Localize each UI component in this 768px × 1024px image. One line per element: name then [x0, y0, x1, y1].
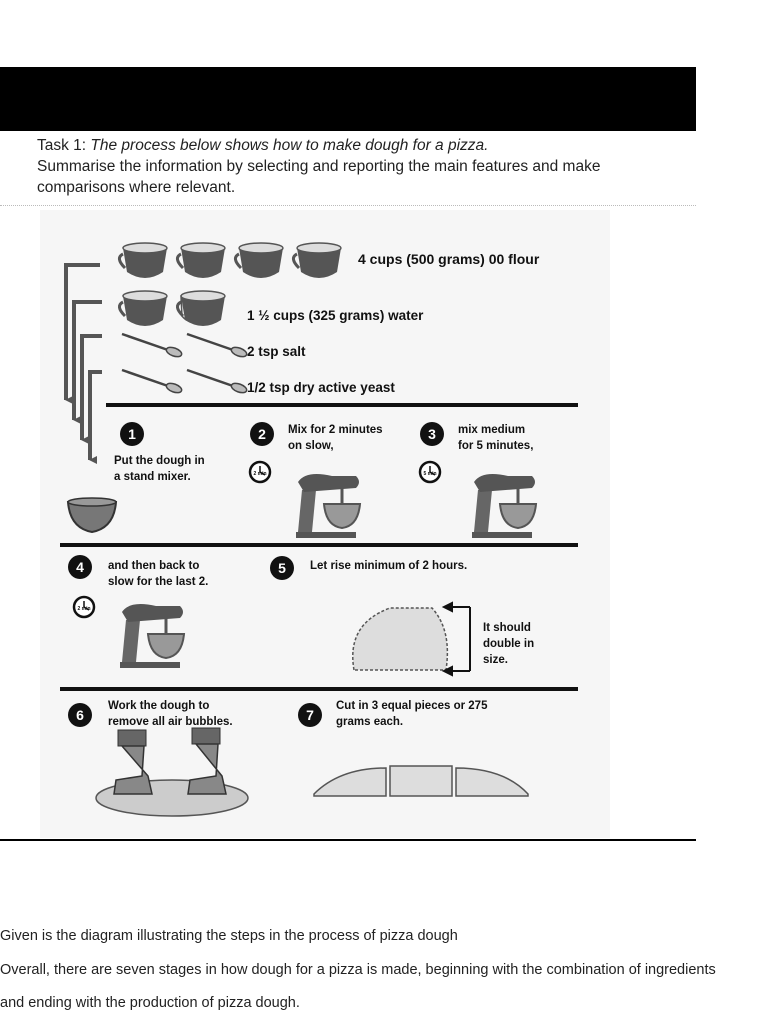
step-2-line-1: Mix for 2 minutes	[288, 424, 383, 436]
step-7-line-1: Cut in 3 equal pieces or 275	[336, 700, 488, 712]
section-divider	[60, 687, 578, 691]
step-7: 7 Cut in 3 equal pieces or 275 grams eac…	[298, 700, 528, 796]
dough-piece	[456, 768, 528, 796]
risen-dough-icon	[353, 608, 448, 670]
step-6-line-2: remove all air bubbles.	[108, 716, 233, 728]
step-1-line-1: Put the dough in	[114, 455, 205, 467]
step-5-number: 5	[278, 560, 286, 576]
answer-paragraph-3: and ending with the production of pizza …	[0, 995, 300, 1011]
bottom-divider	[0, 839, 696, 841]
timer-label-3: 2 min	[77, 606, 90, 612]
step-2-number: 2	[258, 426, 266, 442]
dotted-divider	[0, 205, 696, 206]
step-5: 5 Let rise minimum of 2 hours. It should…	[270, 556, 534, 675]
section-divider	[60, 543, 578, 547]
rise-note-line-2: double in	[483, 638, 534, 650]
ingredient-yeast: 1/2 tsp dry active yeast	[247, 380, 395, 395]
timer-label-1: 2 min	[253, 471, 266, 477]
step-3: 3 mix medium for 5 minutes, 5 min	[420, 422, 536, 538]
step-4: 4 and then back to slow for the last 2. …	[68, 555, 208, 668]
step-6-line-1: Work the dough to	[108, 700, 209, 712]
step-3-line-1: mix medium	[458, 424, 525, 436]
yeast-spoons	[122, 370, 248, 394]
header-bar	[0, 67, 696, 131]
step-7-number: 7	[306, 707, 314, 723]
ingredient-flour: 4 cups (500 grams) 00 flour	[358, 251, 540, 267]
flow-arrows	[66, 265, 102, 460]
section-divider	[106, 403, 578, 407]
stand-mixer-icon	[472, 474, 536, 538]
task-prompt: Task 1: The process below shows how to m…	[37, 135, 687, 198]
ingredient-water: 1 ½ cups (325 grams) water	[247, 308, 424, 323]
ingredient-salt: 2 tsp salt	[247, 344, 306, 359]
step-4-line-2: slow for the last 2.	[108, 576, 208, 588]
task-prefix: Task 1:	[37, 137, 90, 154]
step-1: 1 Put the dough in a stand mixer.	[114, 422, 205, 483]
mixing-bowl	[68, 498, 116, 532]
rise-note-line-1: It should	[483, 622, 531, 634]
step-6: 6 Work the dough to remove all air bubbl…	[68, 700, 248, 816]
stand-mixer-icon	[296, 474, 360, 538]
stand-mixer-icon	[120, 604, 184, 668]
step-4-line-1: and then back to	[108, 560, 199, 572]
water-cups	[119, 291, 225, 326]
answer-paragraph-2: Overall, there are seven stages in how d…	[0, 962, 716, 978]
task-instruction-line-1: Summarise the information by selecting a…	[37, 156, 687, 177]
task-instruction-line-2: comparisons where relevant.	[37, 177, 687, 198]
flour-cups	[119, 243, 341, 278]
task-title: The process below shows how to make doug…	[90, 137, 488, 154]
step-1-number: 1	[128, 426, 136, 442]
step-4-number: 4	[76, 559, 84, 575]
step-3-line-2: for 5 minutes,	[458, 440, 533, 452]
double-size-arrow	[444, 603, 470, 675]
salt-spoons	[122, 334, 248, 358]
timer-label-2: 5 min	[423, 471, 436, 477]
step-6-number: 6	[76, 707, 84, 723]
dough-piece	[314, 768, 386, 796]
dough-piece	[390, 766, 452, 796]
rise-note-line-3: size.	[483, 654, 508, 666]
step-7-line-2: grams each.	[336, 716, 403, 728]
answer-paragraph-1: Given is the diagram illustrating the st…	[0, 928, 458, 944]
step-5-line-1: Let rise minimum of 2 hours.	[310, 560, 467, 572]
step-3-number: 3	[428, 426, 436, 442]
pizza-dough-diagram: 4 cups (500 grams) 00 flour 1 ½ cups (32…	[40, 210, 610, 838]
step-2-line-2: on slow,	[288, 440, 334, 452]
step-2: 2 Mix for 2 minutes on slow, 2 min	[250, 422, 383, 538]
step-1-line-2: a stand mixer.	[114, 471, 191, 483]
